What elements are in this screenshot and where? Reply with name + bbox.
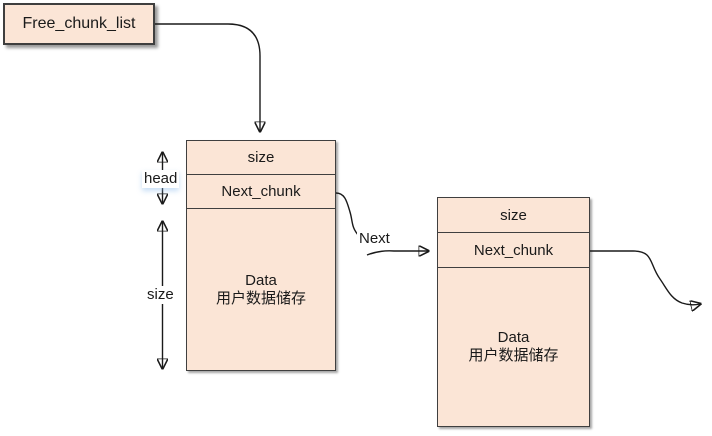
chunk2-data-label: Data xyxy=(497,329,530,346)
chunk2-next-chunk-label: Next_chunk xyxy=(473,241,554,259)
chunk2-data-sublabel: 用户数据储存 xyxy=(468,347,559,364)
size-label: size xyxy=(145,286,176,304)
connector-freelist-to-chunk1 xyxy=(155,23,260,131)
chunk1-data-label: Data xyxy=(245,271,277,289)
chunk1-data-sublabel: 用户数据储存 xyxy=(215,289,306,307)
chunk1-next-chunk-row: Next_chunk xyxy=(187,175,335,209)
chunk2-next-chunk-row: Next_chunk xyxy=(438,233,589,268)
free-chunk-list-label: Free_chunk_list xyxy=(22,15,136,32)
chunk1-next-chunk-label: Next_chunk xyxy=(221,183,301,200)
connector-chunk2-next-out xyxy=(590,250,700,305)
chunk1-box: size Next_chunk Data 用户数据储存 xyxy=(186,140,336,371)
chunk2-size-row: size xyxy=(438,198,589,233)
chunk2-box: size Next_chunk Data 用户数据储存 xyxy=(437,197,590,427)
connector-next-to-chunk2 xyxy=(366,251,428,255)
chunk2-size-label: size xyxy=(500,206,527,224)
chunk1-data-row: Data 用户数据储存 xyxy=(187,209,335,370)
free-chunk-list-box: Free_chunk_list xyxy=(3,3,155,45)
chunk2-data-row: Data 用户数据储存 xyxy=(438,268,589,426)
next-label: Next xyxy=(357,230,392,248)
chunk1-size-row: size xyxy=(187,141,335,175)
head-label: head xyxy=(142,170,180,188)
chunk1-size-label: size xyxy=(247,149,275,166)
connector-chunk1-next-tail xyxy=(335,192,360,237)
